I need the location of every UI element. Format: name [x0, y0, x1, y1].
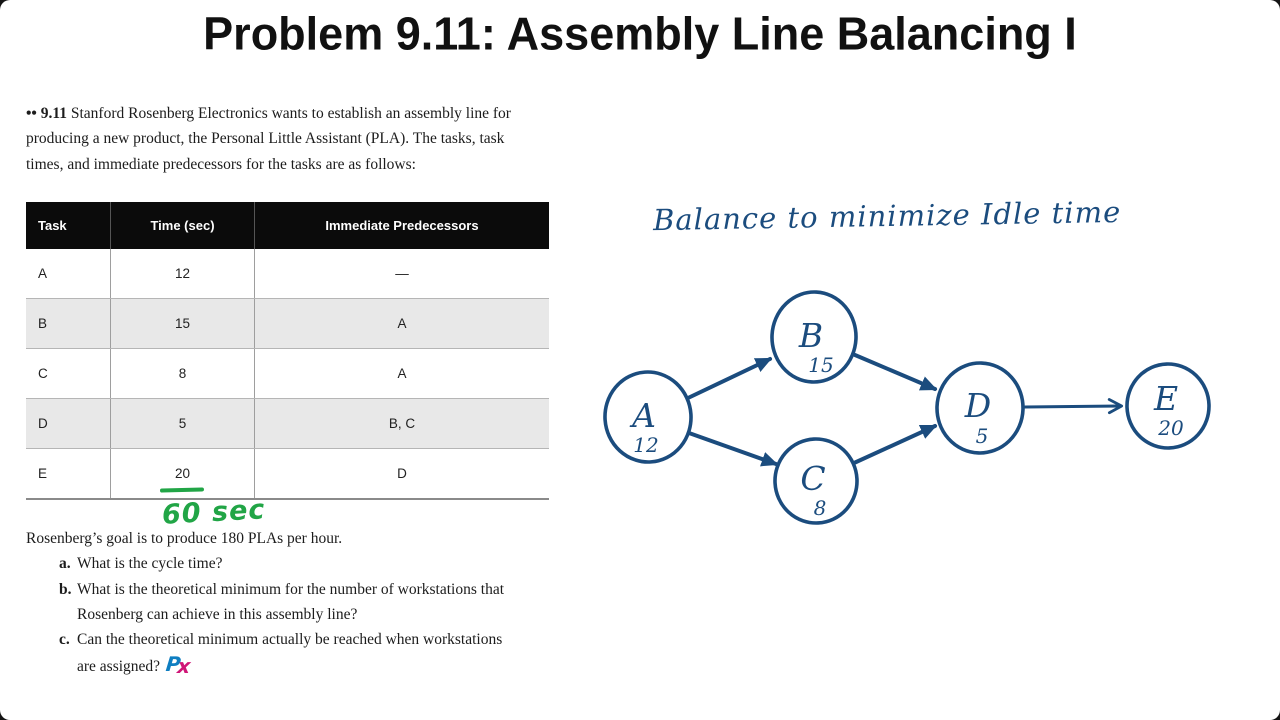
task-cell: A	[26, 249, 111, 298]
node-E-time: 20	[1157, 416, 1184, 440]
task-table: Task Time (sec) Immediate Predecessors A…	[26, 202, 549, 500]
node-A-label: A	[629, 396, 656, 435]
edge-B-D	[853, 353, 938, 391]
task-cell: C	[26, 349, 111, 398]
header-time: Time (sec)	[111, 202, 255, 249]
node-B: B 15	[770, 290, 858, 384]
problem-line-2: producing a new product, the Personal Li…	[26, 130, 505, 148]
table-header-row: Task Time (sec) Immediate Predecessors	[26, 202, 549, 249]
goal-text: Rosenberg’s goal is to produce 180 PLAs …	[26, 530, 343, 547]
question-a-marker: a.	[59, 555, 71, 573]
edge-C-D	[852, 424, 938, 465]
question-c-marker: c.	[59, 631, 70, 649]
pred-cell: A	[397, 366, 407, 381]
table-row: B 15 A	[26, 299, 549, 349]
pred-cell: B, C	[388, 416, 416, 431]
question-c-text: Can the theoretical minimum actually be …	[77, 631, 503, 649]
node-D-time: 5	[976, 424, 989, 448]
table-row: C 8 A	[26, 349, 549, 399]
node-D: D 5	[935, 361, 1025, 455]
table-row: A 12 —	[26, 249, 549, 299]
header-task: Task	[26, 202, 111, 249]
problem-line-1: Stanford Rosenberg Electronics wants to …	[70, 105, 511, 122]
question-c-continued: are assigned?Px	[77, 652, 504, 679]
time-cell: 5	[111, 399, 255, 448]
node-C-label: C	[800, 459, 825, 498]
time-cell: 12	[111, 249, 255, 298]
node-C: C 8	[773, 437, 859, 525]
edge-D-E	[1023, 398, 1124, 415]
question-a: a. What is the cycle time?	[26, 551, 504, 576]
question-b-text: What is the theoretical minimum for the …	[77, 580, 505, 598]
pred-cell: D	[397, 466, 407, 481]
node-A-time: 12	[633, 433, 658, 457]
question-b-continued: Rosenberg can achieve in this assembly l…	[77, 605, 358, 623]
node-D-label: D	[964, 386, 991, 425]
task-cell: E	[26, 449, 111, 498]
pred-cell: —	[395, 266, 409, 281]
header-predecessors: Immediate Predecessors	[325, 218, 479, 233]
table-row: E 20 D	[26, 449, 549, 500]
question-c-continued-text: are assigned?	[77, 658, 161, 676]
problem-number: •• 9.11	[26, 105, 67, 122]
problem-line-3: times, and immediate predecessors for th…	[26, 155, 416, 173]
pred-cell: A	[397, 316, 407, 331]
question-a-text: What is the cycle time?	[77, 555, 223, 573]
edge-A-B	[686, 357, 773, 400]
node-E-label: E	[1153, 379, 1178, 418]
px-logo-x: x	[176, 654, 192, 679]
questions-block: Rosenberg’s goal is to produce 180 PLAs …	[26, 526, 504, 680]
node-B-time: 15	[808, 353, 833, 377]
question-c: c. Can the theoretical minimum actually …	[26, 627, 504, 652]
edge-A-C	[687, 431, 779, 467]
px-logo-icon: Px	[165, 652, 192, 679]
precedence-diagram: A 12 B 15 C 8 D 5 E 20	[603, 290, 1211, 525]
node-C-time: 8	[814, 496, 827, 520]
problem-statement: •• 9.11 Stanford Rosenberg Electronics w…	[26, 101, 511, 177]
question-b: b. What is the theoretical minimum for t…	[26, 577, 504, 602]
task-cell: B	[26, 299, 111, 348]
time-cell: 8	[111, 349, 255, 398]
time-cell: 20	[111, 449, 255, 498]
handwritten-balance-note: Balance to minimize Idle time	[652, 194, 1122, 238]
node-B-label: B	[798, 316, 823, 355]
time-cell: 15	[111, 299, 255, 348]
page-title: Problem 9.11: Assembly Line Balancing I	[203, 6, 1077, 61]
node-A: A 12	[603, 370, 693, 464]
question-b-marker: b.	[59, 580, 72, 598]
task-cell: D	[26, 399, 111, 448]
table-row: D 5 B, C	[26, 399, 549, 449]
node-E: E 20	[1125, 362, 1211, 450]
